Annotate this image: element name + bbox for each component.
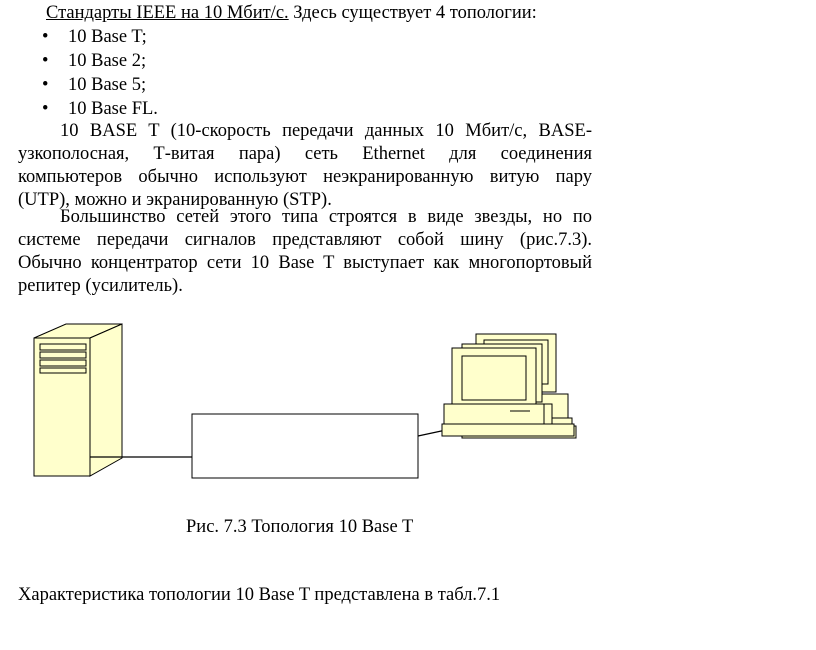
bullet-icon: • (42, 99, 49, 119)
paragraph-line: Обычно концентратор сети 10 Base T высту… (18, 253, 592, 273)
list-item-text: 10 Base T; (68, 27, 147, 47)
bullet-icon: • (42, 75, 49, 95)
list-item-text: 10 Base 2; (68, 51, 147, 71)
intro-underlined: Стандарты IEEE на 10 Мбит/с. (46, 3, 289, 23)
cable-right (417, 429, 447, 437)
server-tower-icon (33, 323, 123, 477)
bullet-icon: • (42, 27, 49, 47)
paragraph-line: репитер (усилитель). (18, 276, 183, 296)
topology-figure (33, 323, 577, 479)
paragraph-line: Большинство сетей этого типа строятся в … (60, 207, 592, 227)
hub-box (191, 413, 419, 479)
intro-line: Стандарты IEEE на 10 Мбит/с. Здесь сущес… (46, 2, 537, 24)
paragraph-line: компьютеров обычно используют неэкраниро… (18, 167, 592, 187)
list-item-text: 10 Base 5; (68, 75, 147, 95)
desktop-computer-icon (441, 333, 577, 439)
figure-caption: Рис. 7.3 Топология 10 Base T (186, 517, 414, 537)
paragraph-line: 10 BASE T (10-скорость передачи данных 1… (60, 121, 592, 141)
paragraph-line: (UTP), можно и экранированную (STP). (18, 190, 332, 210)
intro-rest: Здесь существует 4 топологии: (288, 3, 537, 23)
paragraph-line: системе передачи сигналов представляют с… (18, 230, 592, 250)
table-reference: Характеристика топологии 10 Base T предс… (18, 585, 501, 605)
bullet-icon: • (42, 51, 49, 71)
list-item-text: 10 Base FL. (68, 99, 158, 119)
paragraph-line: узкополосная, Т-витая пара) сеть Etherne… (18, 144, 592, 164)
